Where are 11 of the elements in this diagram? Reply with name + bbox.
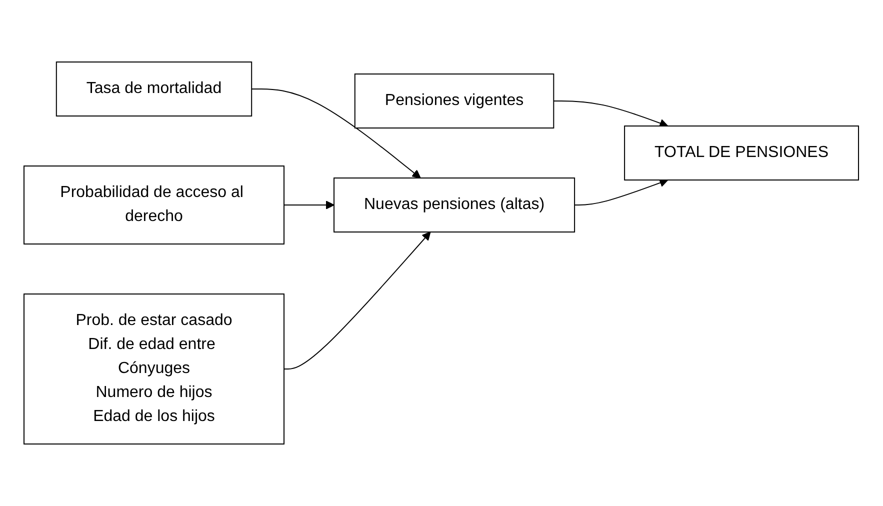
node-box: Pensiones vigentes xyxy=(354,74,554,128)
node-box: TOTAL DE PENSIONES xyxy=(624,126,860,180)
node-box: Probabilidad de acceso al derecho xyxy=(24,166,285,244)
node-box: Nuevas pensiones (altas) xyxy=(334,178,576,232)
node-box: Prob. de estar casado Dif. de edad entre Cónyuges Numero de hijos Edad de los hijos xyxy=(24,294,285,444)
arrow xyxy=(574,178,668,206)
arrow xyxy=(284,200,335,210)
node-box: Tasa de mortalidad xyxy=(56,62,252,116)
arrow xyxy=(251,88,422,178)
arrow xyxy=(553,100,668,128)
arrow xyxy=(284,232,431,370)
